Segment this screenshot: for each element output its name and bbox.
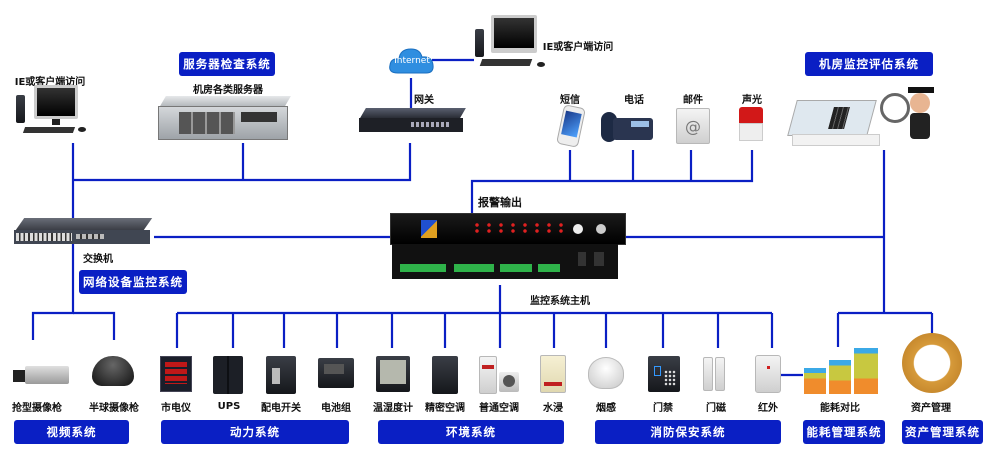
ups-icon [213, 356, 245, 394]
pc-icon [16, 85, 86, 143]
device-label: 配电开关 [261, 403, 301, 414]
water-sensor-icon [540, 355, 566, 393]
internet-label: Internet [394, 56, 430, 66]
thermo-hygrometer-icon [376, 356, 410, 392]
power-meter-icon [160, 356, 192, 392]
device-label: 半球摄像枪 [89, 403, 139, 414]
video-bus-line [73, 311, 116, 340]
alarm-output-label: 电话 [624, 95, 644, 106]
smartphone-icon [556, 104, 586, 148]
server-label: 机房各类服务器 [193, 85, 263, 96]
pc-icon [475, 15, 545, 73]
desk-phone-icon [599, 108, 655, 144]
device-label: 资产管理 [911, 403, 951, 414]
dome-camera-icon [92, 356, 136, 392]
gateway-label: 网关 [414, 95, 434, 106]
monitoring-host-icon [390, 213, 626, 283]
device-label: 水浸 [543, 403, 563, 414]
access-control-icon [648, 356, 680, 392]
top-bus-line [73, 143, 412, 182]
infrared-sensor-icon [755, 355, 781, 393]
evaluation-system-badge: 机房监控评估系统 [805, 52, 933, 76]
device-label: 能耗对比 [820, 403, 860, 414]
device-label: 红外 [758, 403, 778, 414]
alarm-bus-line [470, 150, 754, 215]
network-monitor-system-badge: 网络设备监控系统 [79, 270, 187, 294]
precision-ac-icon [432, 356, 458, 394]
device-label: 电池组 [321, 403, 351, 414]
device-label: 市电仪 [161, 403, 191, 414]
device-label: 普通空调 [479, 403, 519, 414]
asset-system-badge: 资产管理系统 [902, 420, 983, 444]
device-label: 抢型摄像枪 [12, 403, 62, 414]
power-system-badge: 动力系统 [161, 420, 349, 444]
video-system-badge: 视频系统 [14, 420, 129, 444]
energy-system-badge: 能耗管理系统 [803, 420, 885, 444]
device-label: 烟感 [596, 403, 616, 414]
ac-icon [479, 356, 519, 394]
asset-wheel-icon [902, 333, 962, 393]
door-sensor-icon [703, 357, 727, 391]
alarm-output-label: 短信 [560, 95, 580, 106]
network-switch-icon [14, 218, 154, 246]
smoke-detector-icon [588, 357, 624, 389]
battery-icon [318, 358, 354, 390]
switch-label: 交换机 [83, 254, 113, 265]
server-room-3d-icon [787, 100, 880, 146]
fire-security-system-badge: 消防保安系统 [595, 420, 781, 444]
alarm-output-title: 报警输出 [478, 196, 522, 209]
device-label: 门禁 [653, 403, 673, 414]
email-icon: @ [676, 108, 710, 144]
breaker-icon [266, 356, 298, 394]
environment-system-badge: 环境系统 [378, 420, 564, 444]
energy-chart-icon [804, 346, 880, 396]
device-label: UPS [217, 401, 241, 412]
bullet-camera-icon [13, 362, 71, 388]
alarm-output-label: 邮件 [683, 95, 703, 106]
rack-server-icon [158, 96, 293, 142]
device-label: 精密空调 [425, 403, 465, 414]
internet-cloud-icon: Internet [388, 45, 436, 77]
switch-down-line [31, 243, 75, 340]
gateway-router-icon [359, 108, 466, 134]
device-label: 门磁 [706, 403, 726, 414]
client-left-label: IE或客户端访问 [14, 77, 86, 88]
alarm-light-icon [739, 107, 763, 143]
alarm-output-label: 声光 [742, 95, 762, 106]
device-label: 温湿度计 [373, 403, 413, 414]
inspector-character-icon [880, 85, 938, 145]
server-check-system-badge: 服务器检查系统 [179, 52, 275, 76]
client-top-label: IE或客户端访问 [542, 42, 614, 53]
host-label: 监控系统主机 [530, 296, 590, 307]
